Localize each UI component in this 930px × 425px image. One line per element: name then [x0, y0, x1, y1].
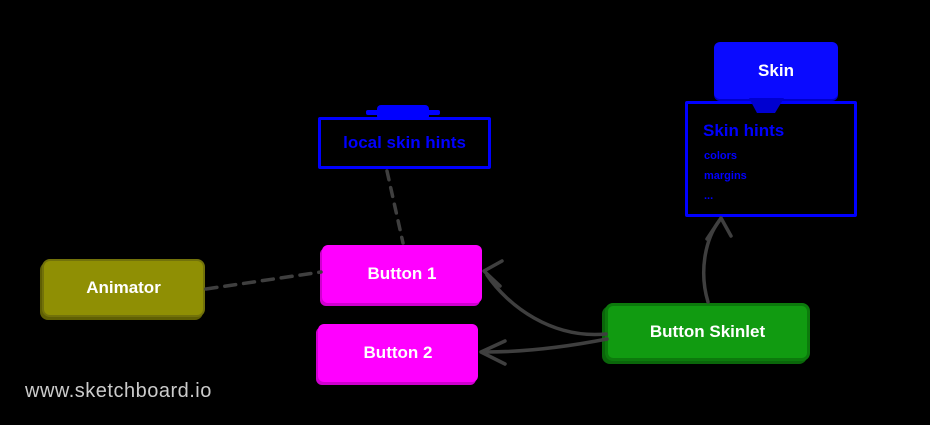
node-animator[interactable]: Animator — [42, 259, 205, 317]
edge-buttonskinlet-button2 — [484, 337, 609, 354]
arrowhead-button1 — [482, 259, 504, 288]
node-button1[interactable]: Button 1 — [322, 245, 482, 303]
edge-animator-button1 — [204, 270, 323, 291]
node-local-skin-hints-label: local skin hints — [343, 133, 466, 152]
node-button1-label: Button 1 — [367, 264, 437, 283]
arrowhead-skinhints — [705, 216, 733, 241]
node-skin[interactable]: Skin — [714, 42, 838, 99]
node-button2-label: Button 2 — [363, 343, 433, 362]
scribble-tab-icon — [377, 105, 429, 120]
node-animator-label: Animator — [86, 278, 161, 297]
node-button2[interactable]: Button 2 — [318, 324, 478, 382]
edge-buttonskinlet-button1 — [485, 273, 608, 337]
skin-hints-item: colors — [704, 150, 738, 162]
skin-hints-item: ... — [704, 190, 714, 202]
sketchboard-watermark: www.sketchboard.io — [25, 380, 212, 402]
node-local-skin-hints[interactable]: local skin hints — [318, 117, 491, 169]
arrowhead-button2 — [479, 339, 507, 366]
node-skin-hints[interactable]: Skin hints colors margins ... — [685, 101, 857, 217]
edge-localskinhints-button1 — [385, 169, 405, 245]
node-button-skinlet[interactable]: Button Skinlet — [605, 303, 810, 361]
node-button-skinlet-label: Button Skinlet — [649, 322, 766, 341]
skin-hints-item: margins — [704, 170, 747, 182]
node-skin-label: Skin — [758, 60, 794, 80]
skin-hints-title: Skin hints — [703, 121, 785, 140]
edge-buttonskinlet-skinhints — [702, 219, 721, 304]
